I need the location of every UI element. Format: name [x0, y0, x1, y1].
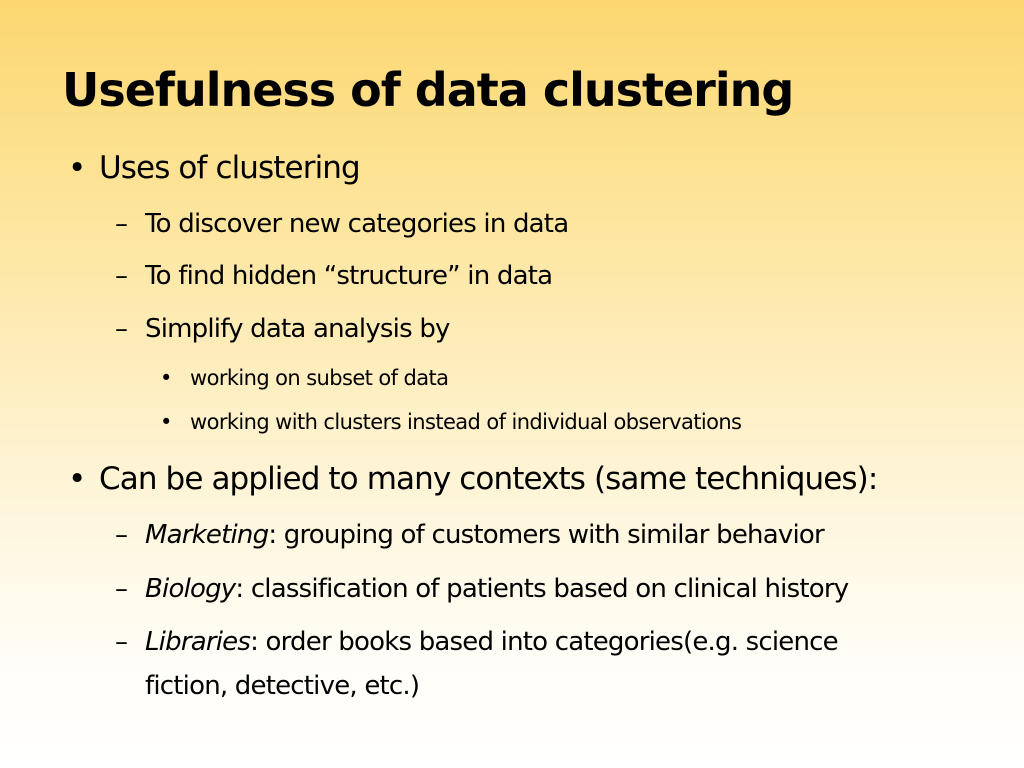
- subitem-description: : grouping of customers with similar beh…: [268, 520, 824, 550]
- bullet-text: Can be applied to many contexts (same te…: [99, 461, 878, 497]
- subitem-description: : classification of patients based on cl…: [235, 574, 849, 604]
- bullet-marker: •: [68, 150, 86, 186]
- dash-marker: –: [115, 209, 128, 239]
- bullet-text: Uses of clustering: [99, 150, 361, 186]
- bullet-marker: •: [68, 461, 86, 497]
- subitem-text: Marketing: grouping of customers with si…: [145, 520, 825, 550]
- bullet-marker: •: [160, 410, 172, 434]
- subitem-term: Biology: [145, 574, 236, 604]
- subitem-text: Libraries: order books based into catego…: [145, 627, 839, 657]
- dash-marker: –: [115, 314, 128, 344]
- subitem-description: : order books based into categories(e.g.…: [250, 627, 839, 657]
- subitem-term: Marketing: [145, 520, 269, 550]
- subitem-term: Libraries: [145, 627, 251, 657]
- dash-marker: –: [115, 627, 128, 657]
- bullet-marker: •: [160, 366, 172, 390]
- slide-title: Usefulness of data clustering: [62, 63, 794, 117]
- subitem-text: To discover new categories in data: [145, 209, 569, 239]
- subitem-text: Biology: classification of patients base…: [145, 574, 849, 604]
- dash-marker: –: [115, 520, 128, 550]
- subsubitem-text: working on subset of data: [190, 366, 449, 390]
- subitem-continuation-text: fiction, detective, etc.): [145, 671, 420, 701]
- subsubitem-text: working with clusters instead of individ…: [190, 410, 742, 434]
- dash-marker: –: [115, 261, 128, 291]
- dash-marker: –: [115, 574, 128, 604]
- subitem-text: Simplify data analysis by: [145, 314, 450, 344]
- subitem-text: To find hidden “structure” in data: [145, 261, 553, 291]
